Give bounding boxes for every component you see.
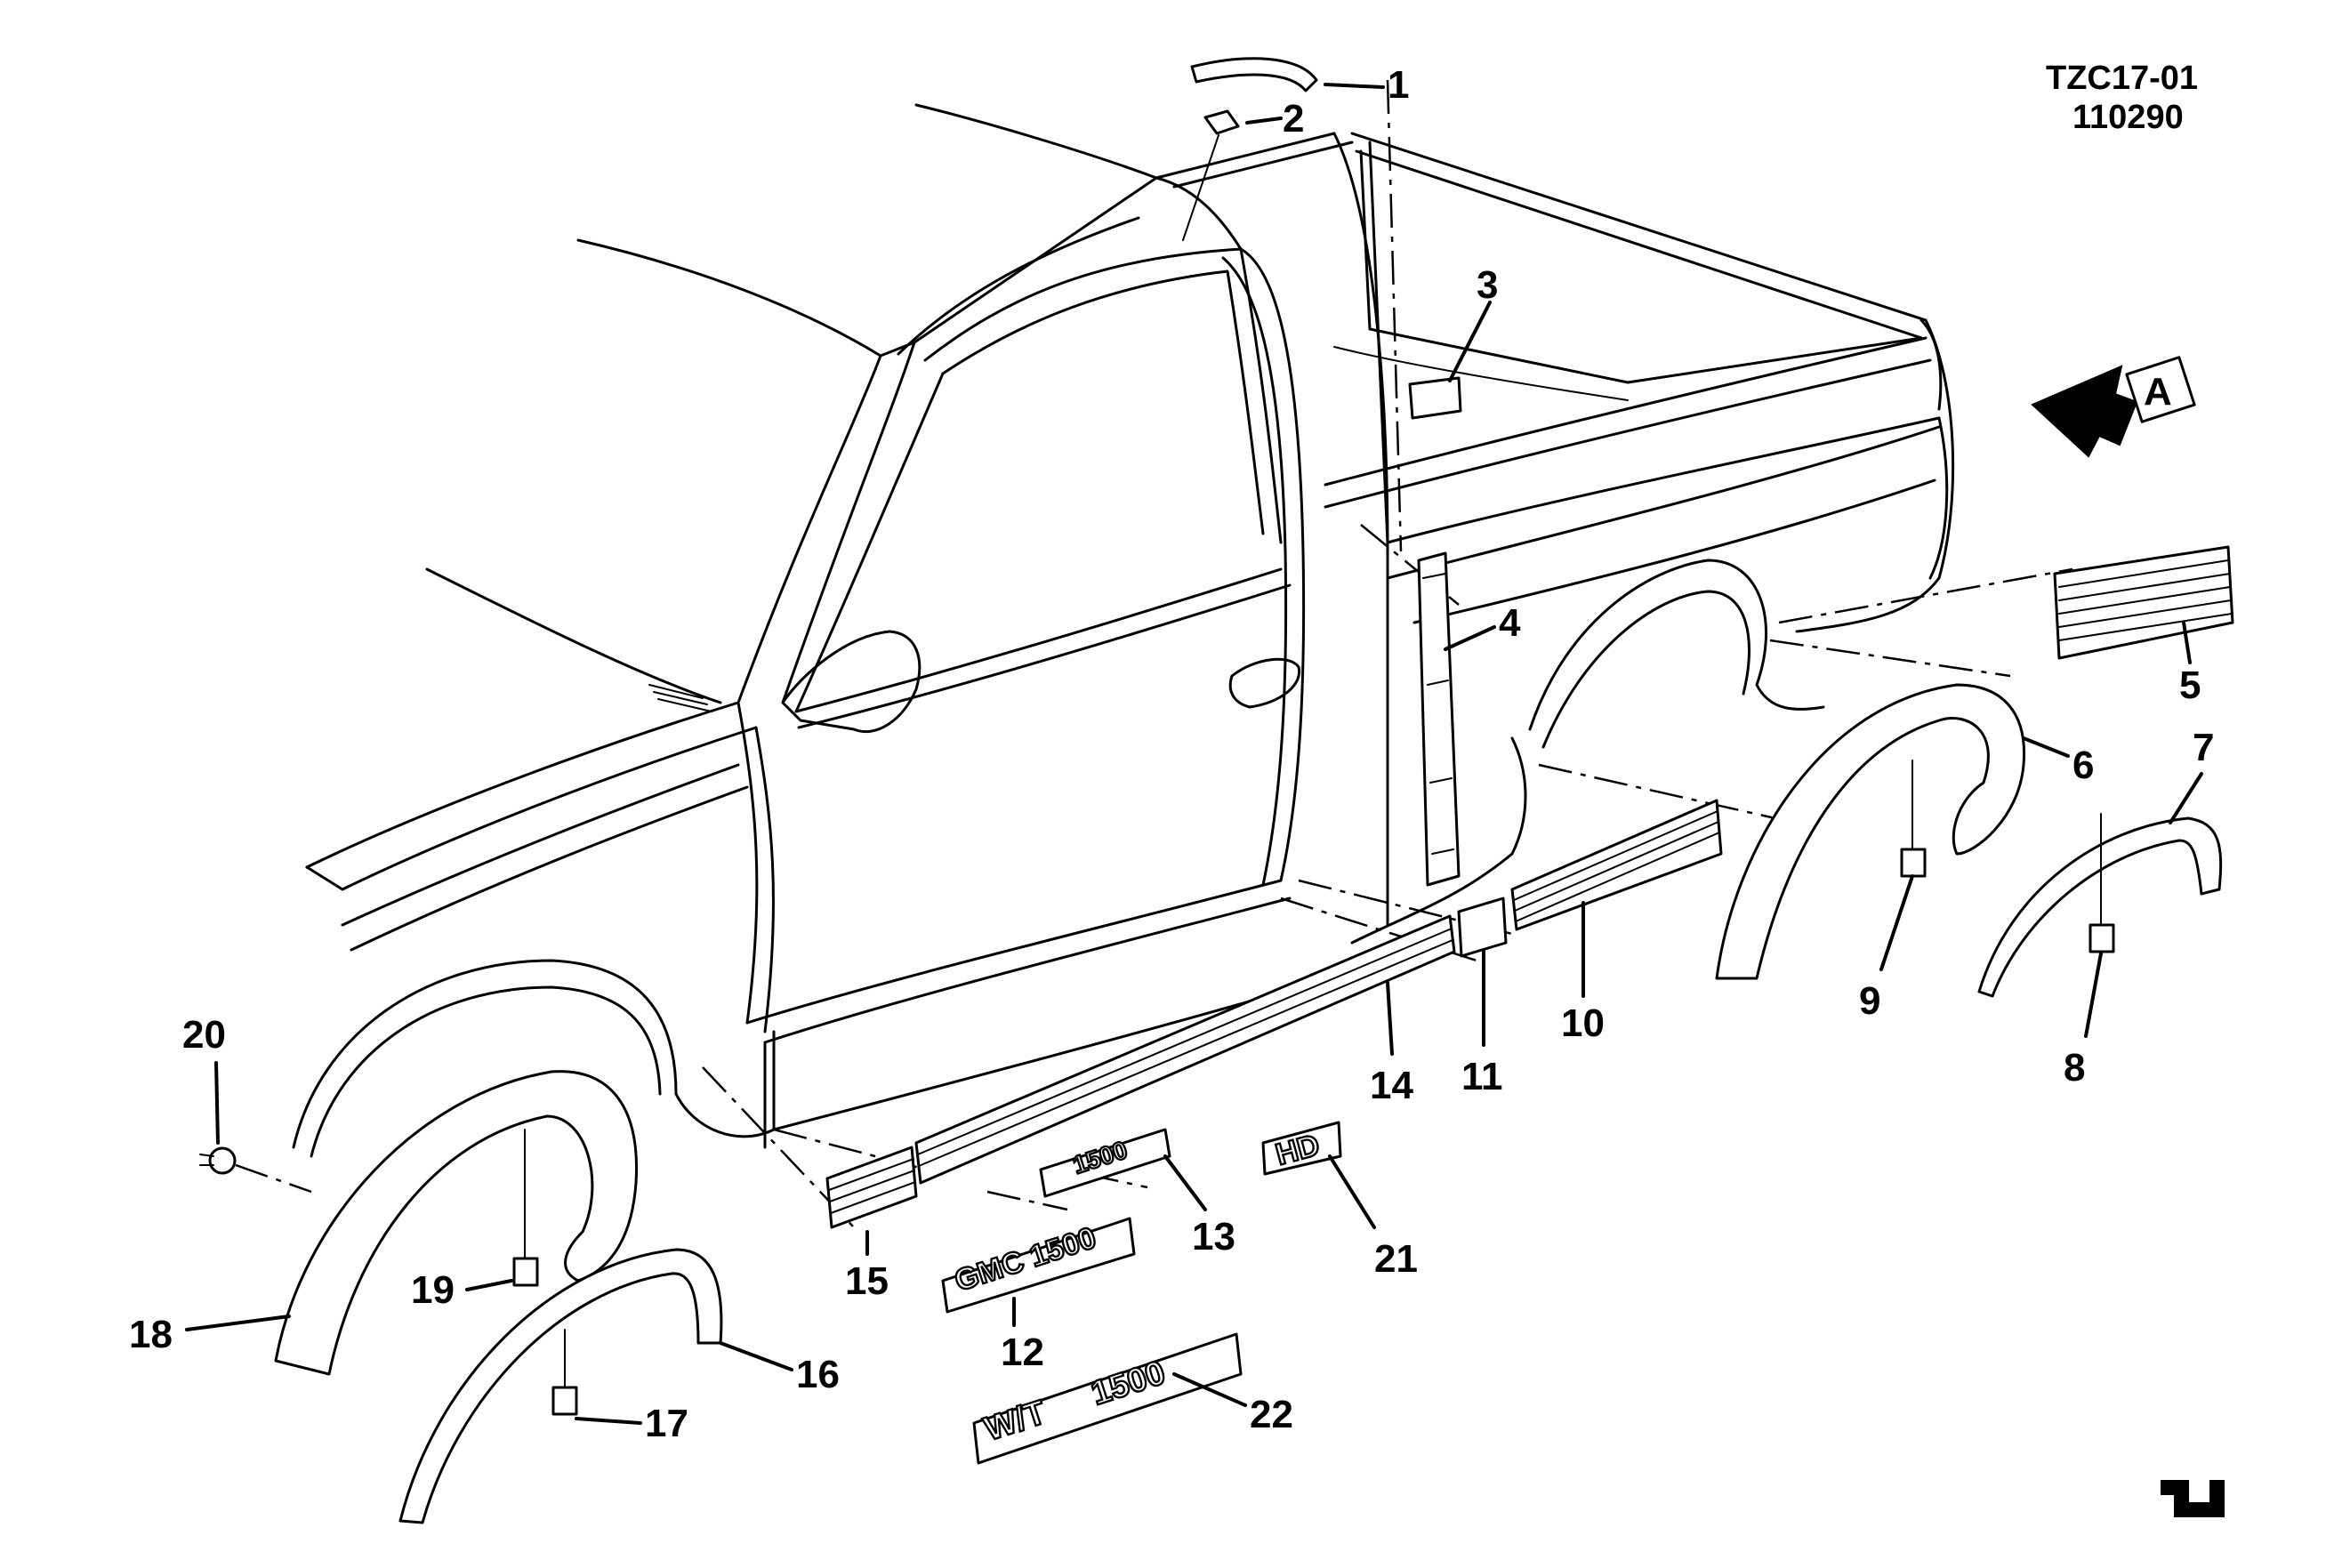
callout-15: 15 — [845, 1259, 889, 1303]
view-a-arrow-icon: A — [2031, 356, 2196, 458]
callout-12: 12 — [1001, 1331, 1044, 1374]
callout-18: 18 — [129, 1313, 173, 1356]
part-18-front-flare — [274, 1070, 639, 1376]
publisher-logo-icon — [2161, 1480, 2225, 1517]
part-12-emblem: GMC 1500 — [941, 1217, 1136, 1314]
callout-14: 14 — [1370, 1064, 1413, 1107]
part-4-pillar-molding — [1417, 551, 1461, 887]
callout-6: 6 — [2072, 744, 2094, 787]
drawing-code: TZC17-01 — [2046, 60, 2198, 97]
part-10-molding — [1510, 799, 1723, 931]
part-17-fastener — [551, 1329, 578, 1416]
part-20-push-pin — [199, 1146, 237, 1175]
part-11-molding-end — [1457, 897, 1508, 958]
callout-16: 16 — [796, 1353, 840, 1396]
callout-20: 20 — [182, 1013, 226, 1057]
callout-2: 2 — [1283, 97, 1304, 141]
part-13-emblem: 1500 — [1039, 1128, 1171, 1198]
callout-17: 17 — [645, 1402, 688, 1445]
callout-19: 19 — [411, 1268, 455, 1312]
part-1-roof-molding — [1190, 57, 1318, 92]
truck-body-outline — [292, 103, 1955, 1158]
part-21-emblem: HD — [1261, 1121, 1342, 1176]
callout-9: 9 — [1859, 979, 1880, 1023]
callout-21: 21 — [1374, 1237, 1418, 1281]
callout-1: 1 — [1388, 63, 1409, 107]
part-14-rocker-molding — [914, 914, 1456, 1185]
callout-10: 10 — [1561, 1001, 1605, 1045]
callout-11: 11 — [1461, 1055, 1503, 1098]
callout-numbers: 1 2 3 4 5 6 7 8 9 10 11 12 13 14 15 16 1… — [129, 63, 2214, 1445]
part-6-rear-flare — [1715, 683, 2026, 980]
drawing-date: 110290 — [2072, 99, 2184, 136]
part-2-clip — [1203, 109, 1240, 135]
part-7-rear-arch-molding — [1977, 816, 2223, 998]
part-19-fastener — [512, 1129, 539, 1287]
callout-7: 7 — [2193, 726, 2214, 769]
emblem-21-text: HD — [1272, 1128, 1323, 1171]
callout-4: 4 — [1499, 601, 1521, 645]
callout-8: 8 — [2064, 1046, 2085, 1090]
callout-5: 5 — [2179, 663, 2201, 707]
part-9-fastener — [1900, 760, 1927, 878]
part-5-rear-molding — [2053, 545, 2234, 660]
part-8-fastener — [2089, 813, 2115, 953]
part-22-emblem: W/T 1500 — [972, 1332, 1243, 1465]
view-marker: A — [2144, 370, 2172, 414]
callout-13: 13 — [1192, 1215, 1235, 1258]
leader-lines — [185, 83, 2203, 1425]
part-15-molding-end — [825, 1146, 918, 1229]
callout-22: 22 — [1250, 1393, 1293, 1436]
callout-3: 3 — [1477, 263, 1498, 307]
part-3-cap — [1408, 376, 1462, 420]
